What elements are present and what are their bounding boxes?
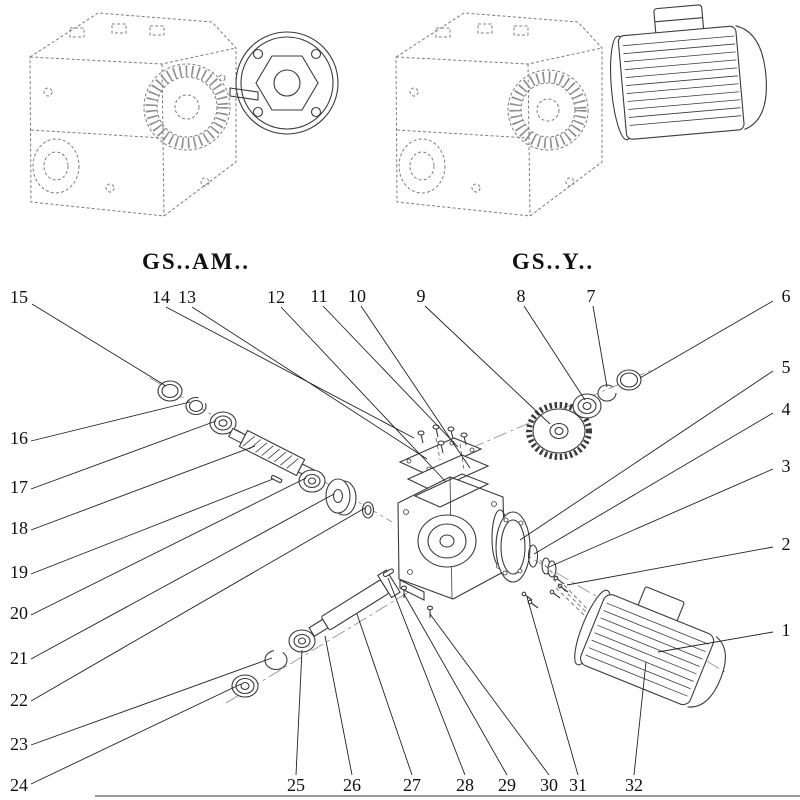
seal-ring-6-drawing bbox=[616, 369, 642, 391]
cover-screws-11-14-drawing bbox=[417, 424, 468, 471]
o-ring-4-drawing bbox=[527, 544, 539, 568]
key-pin-19-drawing bbox=[270, 474, 283, 484]
leader-line-8 bbox=[523, 305, 586, 401]
motor-flange-cover-5-drawing bbox=[495, 511, 531, 583]
bearing-25-drawing bbox=[288, 629, 316, 653]
gearbox-am-drawing bbox=[29, 12, 237, 217]
leader-line-29 bbox=[403, 593, 508, 776]
screw-30-drawing bbox=[426, 605, 434, 618]
leader-line-17 bbox=[30, 420, 217, 490]
variant-label-gs-am: GS..AM.. bbox=[142, 249, 250, 274]
shaft-key-28-drawing bbox=[382, 568, 395, 578]
worm-gear-disc-21-drawing bbox=[325, 478, 357, 516]
leader-line-4 bbox=[533, 412, 774, 555]
leader-line-32 bbox=[633, 661, 647, 776]
motor-1-drawing bbox=[574, 586, 726, 708]
leader-line-9 bbox=[424, 305, 551, 425]
leader-line-7 bbox=[592, 305, 608, 388]
leader-line-5 bbox=[519, 370, 774, 541]
bearing-20-drawing bbox=[298, 469, 326, 493]
leader-line-19 bbox=[30, 478, 274, 575]
coupling-bush-3-drawing bbox=[541, 557, 557, 578]
motor-y-drawing bbox=[610, 4, 767, 141]
leader-line-28 bbox=[387, 577, 466, 776]
leader-line-13 bbox=[191, 306, 428, 460]
leader-lines bbox=[30, 300, 774, 785]
leader-line-24 bbox=[30, 683, 242, 785]
leader-line-21 bbox=[30, 493, 335, 660]
leader-line-31 bbox=[526, 596, 579, 776]
leader-line-16 bbox=[30, 401, 191, 442]
leader-line-2 bbox=[566, 546, 774, 586]
gasket-12-drawing bbox=[406, 454, 490, 492]
leader-line-15 bbox=[31, 303, 167, 387]
leader-line-14 bbox=[165, 306, 415, 439]
bearing-8-drawing bbox=[572, 393, 602, 419]
washer-24-drawing bbox=[231, 674, 259, 698]
output-shaft-26-27-drawing bbox=[308, 569, 401, 638]
seal-ring-15-drawing bbox=[157, 380, 183, 402]
leader-line-26 bbox=[324, 635, 353, 776]
spacer-ring-22-drawing bbox=[361, 501, 375, 519]
leader-line-25 bbox=[295, 649, 303, 776]
gearbox-y-drawing bbox=[395, 12, 603, 217]
leader-line-20 bbox=[30, 477, 307, 616]
snap-ring-16-drawing bbox=[185, 396, 207, 416]
leader-line-30 bbox=[429, 613, 550, 776]
leader-line-27 bbox=[356, 613, 413, 776]
flange-am-drawing bbox=[229, 31, 339, 135]
leader-line-11 bbox=[322, 305, 459, 448]
leader-line-1 bbox=[657, 631, 774, 653]
screw-29-drawing bbox=[400, 585, 408, 598]
leader-line-18 bbox=[30, 445, 256, 531]
motor-bolts-31-drawing bbox=[521, 591, 539, 609]
snap-ring-23-drawing bbox=[264, 649, 288, 671]
leader-line-12 bbox=[280, 306, 447, 483]
leader-line-10 bbox=[360, 305, 471, 469]
leader-line-6 bbox=[639, 300, 774, 379]
variant-label-gs-y: GS..Y.. bbox=[511, 249, 595, 274]
leader-line-22 bbox=[30, 507, 366, 702]
circlip-7-drawing bbox=[597, 384, 617, 402]
leader-line-23 bbox=[30, 657, 273, 746]
gear-housing-10-drawing bbox=[397, 473, 509, 601]
bearing-17-drawing bbox=[209, 411, 237, 435]
leader-line-3 bbox=[548, 468, 774, 568]
